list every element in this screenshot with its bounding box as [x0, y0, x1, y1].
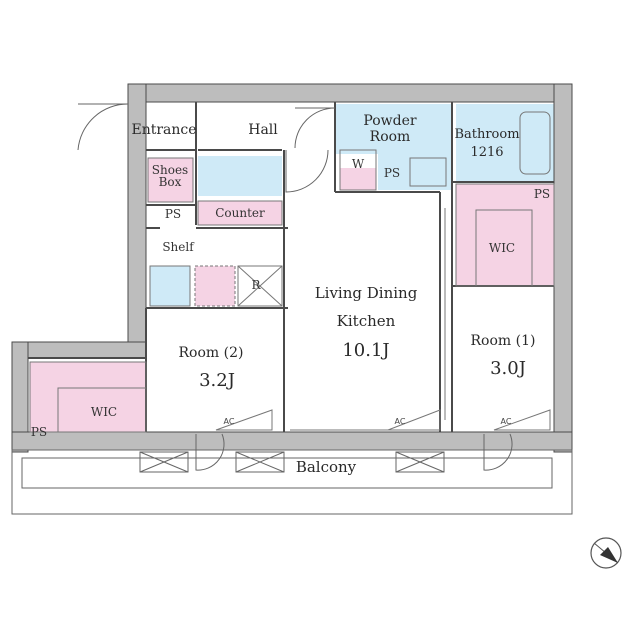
ps-label-4: PS	[31, 425, 47, 439]
hall-label: Hall	[248, 122, 278, 138]
bathroom-size-label: 1216	[470, 145, 503, 160]
ps-label-2: PS	[384, 166, 400, 180]
wic-label-left: WIC	[91, 405, 117, 419]
ac-units	[215, 409, 551, 431]
ac-label-3: AC	[501, 417, 512, 426]
ps-label-1: PS	[165, 207, 181, 221]
shelf-label: Shelf	[162, 240, 195, 254]
powder-room-lower	[378, 150, 452, 190]
shoes-box-area	[148, 158, 193, 202]
shoes-box-label-2: Box	[159, 175, 182, 189]
compass-icon	[590, 537, 622, 569]
ldk-label-2: Kitchen	[337, 312, 396, 330]
ldk-size-label: 10.1J	[342, 340, 389, 361]
room2-label: Room (2)	[179, 345, 244, 361]
balcony-label: Balcony	[296, 458, 357, 476]
counter-label: Counter	[215, 206, 265, 220]
powder-room-label-2: Room	[370, 129, 411, 145]
ldk-label-1: Living Dining	[315, 284, 418, 302]
ps-label-3: PS	[534, 187, 550, 201]
wic-right-area	[456, 184, 554, 286]
ac-label-2: AC	[395, 417, 406, 426]
balcony	[11, 449, 573, 515]
ac-label-1: AC	[224, 417, 235, 426]
wic-label-right: WIC	[489, 241, 515, 255]
room1-label: Room (1)	[471, 333, 536, 349]
door-swings	[77, 103, 513, 471]
powder-room-label: Powder	[363, 113, 417, 129]
room1-size-label: 3.0J	[490, 358, 526, 379]
shoes-box-label: Shoes	[152, 163, 188, 177]
kitchen-sink-area	[150, 266, 190, 306]
counter-area	[198, 201, 282, 225]
powder-shelf-area	[340, 168, 376, 190]
room2-size-label: 3.2J	[199, 370, 235, 391]
kitchen-area	[195, 266, 235, 306]
refrigerator-label: R	[251, 278, 261, 292]
wic-left-area	[30, 362, 146, 432]
entrance-label: Entrance	[131, 122, 196, 138]
bathroom-label: Bathroom	[454, 127, 519, 142]
interior-walls	[28, 102, 554, 432]
toilet-area	[198, 156, 282, 196]
bathroom-area	[456, 104, 566, 182]
powder-room-area	[335, 104, 452, 154]
washer-label: W	[352, 157, 365, 171]
